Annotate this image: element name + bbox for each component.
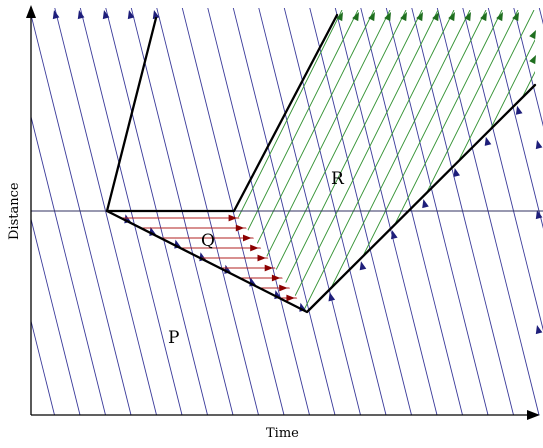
- r-flow-arrow: [464, 12, 471, 22]
- p-flow-line: [156, 8, 259, 415]
- r-flow-arrow: [416, 12, 423, 22]
- p-flow-line: [411, 8, 514, 415]
- r-flow-line: [293, 10, 455, 312]
- r-flow-line: [389, 10, 535, 312]
- p-flow-arrow-right-boundary: [453, 168, 460, 177]
- region-p-flow-arrows: [52, 10, 543, 335]
- r-flow-line: [309, 10, 471, 312]
- r-flow-arrow: [432, 12, 439, 22]
- r-flow-line: [234, 10, 391, 312]
- r-flow-line: [437, 10, 535, 312]
- p-flow-arrow-right-edge: [535, 140, 543, 150]
- p-flow-arrow-top: [127, 10, 135, 20]
- q-flow-arrow: [279, 284, 288, 292]
- p-flow-arrow-right-boundary: [515, 105, 523, 115]
- p-flow-line: [105, 8, 208, 415]
- r-flow-line: [234, 10, 359, 312]
- r-flow-line: [501, 10, 535, 312]
- r-flow-line: [469, 10, 535, 312]
- x-axis-arrowhead: [527, 410, 540, 420]
- r-flow-line: [261, 10, 423, 312]
- p-flow-arrow-right-boundary: [391, 230, 398, 240]
- region-q-label: Q: [201, 231, 215, 251]
- q-flow-arrow: [264, 264, 274, 272]
- q-flow-arrow: [257, 254, 266, 262]
- boundary-lines: [105, 13, 537, 314]
- r-flow-line: [421, 10, 535, 312]
- p-flow-line: [79, 8, 183, 415]
- p-flow-line: [0, 0, 4, 415]
- p-flow-line: [232, 8, 336, 415]
- axes: [30, 14, 533, 416]
- p-flow-arrow-right-boundary: [328, 292, 336, 302]
- q-flow-arrow: [235, 224, 245, 232]
- p-flow-line: [385, 8, 489, 415]
- p-flow-line: [31, 12, 132, 415]
- region-r-flow-lines: [234, 10, 535, 312]
- r-flow-arrow: [400, 12, 407, 22]
- y-axis-label: Distance: [7, 182, 22, 240]
- region-q-flow-arrows: [228, 214, 295, 302]
- p-flow-line: [309, 8, 412, 415]
- p-flow-line: [487, 8, 543, 229]
- q-flow-arrow: [286, 294, 295, 302]
- region-r-flow-arrows: [336, 12, 536, 65]
- p-flow-line: [31, 115, 106, 415]
- r-flow-arrow-right-edge: [529, 55, 536, 65]
- region-p-flow-lines: [0, 0, 543, 415]
- p-flow-arrow-top: [152, 10, 160, 20]
- p-flow-line: [31, 319, 55, 415]
- p-flow-line: [130, 8, 234, 415]
- p-flow-arrow-right-edge: [535, 325, 543, 335]
- r-flow-line: [277, 10, 439, 312]
- r-flow-arrow: [368, 12, 375, 22]
- r-flow-line: [453, 10, 535, 312]
- r-flow-arrow: [384, 12, 391, 22]
- r-flow-line: [517, 10, 535, 312]
- p-flow-line: [258, 8, 361, 415]
- p-flow-line: [334, 8, 438, 415]
- p-flow-line: [283, 8, 387, 415]
- p-flow-arrow-right-boundary: [422, 199, 429, 209]
- left-boundary: [105, 16, 236, 213]
- q-flow-arrow: [271, 274, 281, 282]
- r-flow-arrow: [512, 12, 519, 22]
- y-axis-arrowhead: [26, 5, 36, 18]
- p-flow-arrow-right-boundary: [484, 136, 492, 146]
- region-r-label: R: [331, 169, 345, 189]
- p-flow-arrow-top: [102, 10, 110, 20]
- p-flow-line: [207, 8, 310, 415]
- r-flow-arrow: [448, 12, 455, 22]
- p-flow-line: [436, 8, 540, 415]
- p-flow-arrow-right-boundary: [359, 261, 367, 271]
- q-flow-arrow: [228, 214, 238, 222]
- p-flow-arrow-right-edge: [535, 210, 543, 220]
- r-flow-line: [245, 10, 407, 312]
- p-flow-arrow-top: [77, 10, 85, 20]
- upper-boundary: [232, 13, 339, 213]
- p-flow-line: [513, 8, 543, 127]
- p-flow-line: [462, 8, 543, 331]
- p-flow-arrow-top: [52, 10, 60, 20]
- region-q-flow-lines: [107, 217, 307, 299]
- p-flow-line: [181, 8, 285, 415]
- x-axis-label: Time: [266, 426, 299, 441]
- r-flow-arrow: [496, 12, 503, 22]
- r-flow-arrow: [336, 12, 343, 22]
- q-flow-arrow: [243, 234, 252, 242]
- p-flow-line: [31, 217, 81, 415]
- q-flow-arrow: [250, 244, 259, 252]
- r-flow-arrow: [480, 12, 487, 22]
- r-flow-line: [234, 10, 343, 312]
- r-flow-arrow: [352, 12, 359, 22]
- p-flow-line: [54, 8, 157, 415]
- lower-boundary: [105, 83, 537, 314]
- r-flow-arrow-right-edge: [529, 30, 536, 40]
- region-p-label: P: [168, 328, 179, 348]
